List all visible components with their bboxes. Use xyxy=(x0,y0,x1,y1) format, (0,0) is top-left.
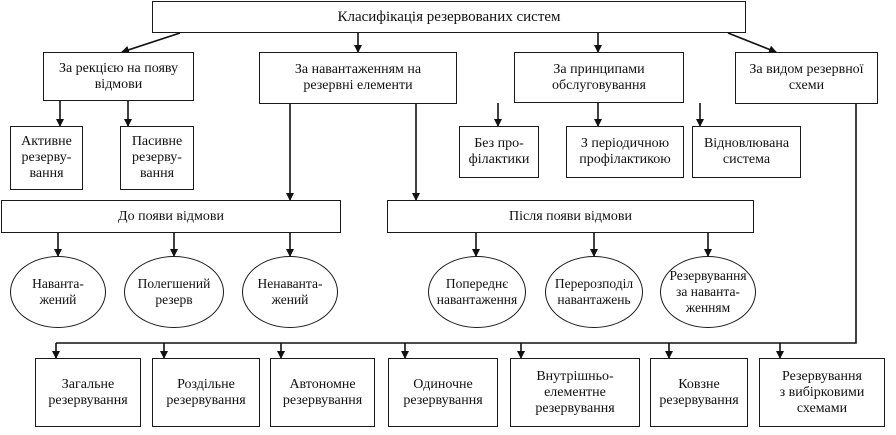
reaction-active: Активне резерву- вання xyxy=(10,126,83,190)
scheme-separate: Роздільне резервування xyxy=(152,358,260,427)
scheme-intra: Внутрішньо- елементне резервування xyxy=(510,358,640,427)
scheme-sliding: Ковзне резервування xyxy=(650,358,748,427)
oval-preloaded: Попереднє навантаження xyxy=(428,256,526,328)
category-load: За навантаженням на резервні елементи xyxy=(259,52,457,104)
phase-after: Після появи відмови xyxy=(387,200,754,233)
service-periodic: З періодичною профілактикою xyxy=(566,126,684,178)
reaction-passive: Пасивне резерву- вання xyxy=(120,126,194,190)
scheme-general: Загальне резервування xyxy=(35,358,141,427)
oval-unloaded: Ненаванта- жений xyxy=(242,256,338,328)
category-service: За принципами обслуговування xyxy=(514,52,684,103)
diagram-title: Класифікація резервованих систем xyxy=(152,1,746,33)
oval-loaded: Наванта- жений xyxy=(10,256,106,328)
category-scheme: За видом резервної схеми xyxy=(735,52,878,104)
oval-lightened: Полегшений резерв xyxy=(124,256,224,328)
scheme-selective: Резервування з вибірковими схемами xyxy=(759,358,885,427)
service-no-prophylaxis: Без про- філактики xyxy=(459,126,539,178)
scheme-single: Одиночне резервування xyxy=(388,358,498,427)
oval-by-load: Резервування за наванта- женням xyxy=(660,256,756,328)
oval-redistribution: Перерозподіл навантажень xyxy=(545,256,643,328)
phase-before: До появи відмови xyxy=(1,200,341,233)
scheme-autonomous: Автономне резервування xyxy=(270,358,375,427)
service-restorable: Відновлювана система xyxy=(692,126,801,178)
category-reaction: За рекцією на появу відмови xyxy=(43,52,194,101)
